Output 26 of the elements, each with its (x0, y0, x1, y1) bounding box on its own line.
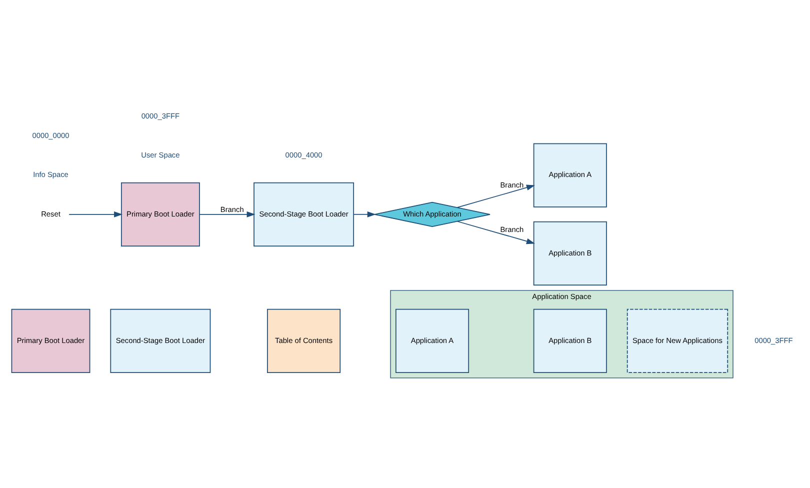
node-diamond: Which Application (374, 202, 490, 227)
node-box: Table of Contents (267, 308, 341, 373)
node-box: Second-Stage Boot Loader (110, 308, 211, 373)
label: 0000_3FFF (141, 112, 180, 121)
node-box: Second-Stage Boot Loader (254, 182, 354, 246)
arrow (199, 211, 256, 218)
node-box: Application B (533, 221, 607, 286)
edge-label: Branch (500, 180, 524, 190)
label: 0000_4000 (285, 150, 322, 160)
node-box: Space for New Applications (626, 308, 728, 373)
node-box: Primary Boot Loader (11, 308, 90, 373)
node-box: Application A (533, 143, 607, 208)
node-box: Application A (395, 308, 470, 373)
arrow (456, 220, 535, 244)
label: 0000_3FFF (754, 336, 793, 345)
label: 0000_0000 (32, 131, 70, 140)
node-text: Reset (41, 209, 60, 218)
label: Info Space (33, 170, 68, 180)
edge-label: Branch (500, 224, 524, 234)
edge-label: Branch (220, 205, 244, 214)
node-box: Application B (533, 308, 607, 373)
node-box: Primary Boot Loader (120, 182, 200, 246)
arrow (456, 184, 535, 208)
label: User Space (141, 150, 180, 160)
arrow (68, 211, 123, 218)
arrow (353, 211, 376, 218)
